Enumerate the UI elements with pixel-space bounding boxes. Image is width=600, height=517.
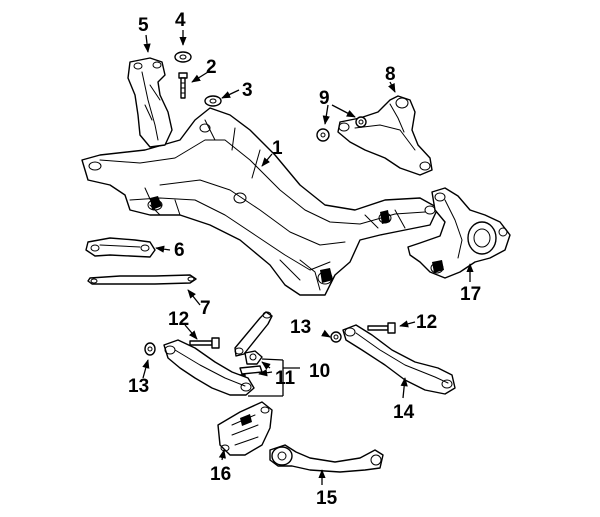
nut-left	[144, 342, 156, 356]
leader-lines	[142, 30, 474, 485]
callout-15: 15	[316, 488, 338, 509]
callout-1: 1	[272, 138, 283, 159]
callout-4: 4	[175, 10, 186, 31]
callout-16: 16	[210, 464, 231, 485]
link-bracket	[85, 237, 156, 258]
knuckle	[407, 187, 511, 279]
washer	[174, 51, 192, 63]
mounting-plate	[217, 401, 273, 456]
washer-lower	[204, 95, 222, 107]
callout-12-left: 12	[168, 309, 189, 330]
callout-17: 17	[460, 284, 481, 305]
bolt-left	[189, 337, 220, 349]
trailing-arm	[269, 444, 384, 473]
callout-9: 9	[319, 88, 330, 109]
callout-3: 3	[242, 80, 253, 101]
upper-control-arm	[337, 95, 433, 176]
callout-5: 5	[138, 15, 149, 36]
adjust-link	[234, 311, 273, 357]
bolt	[178, 72, 188, 99]
callout-10: 10	[309, 361, 330, 382]
callout-labels: 1 2 3 4 5 6 7 8 9 10 11 12 12 13 13 14 1…	[128, 10, 481, 509]
mount-bracket	[127, 57, 173, 148]
lower-bolt-nut	[237, 350, 263, 383]
callout-7: 7	[200, 298, 211, 319]
callout-8: 8	[385, 64, 396, 85]
callout-2: 2	[206, 57, 217, 78]
nut-right	[330, 331, 342, 343]
lower-control-arm-right	[342, 324, 456, 395]
callout-13-right: 13	[290, 317, 311, 338]
callout-13-left: 13	[128, 376, 149, 397]
bushing-washers	[316, 116, 367, 142]
callout-14: 14	[393, 402, 415, 423]
crossmember	[81, 107, 439, 296]
callout-11: 11	[275, 368, 296, 389]
lateral-rod	[87, 274, 197, 285]
callout-12-right: 12	[416, 312, 437, 333]
callout-6: 6	[174, 240, 185, 261]
bolt-right	[367, 322, 396, 334]
lower-control-arm-left	[163, 339, 255, 396]
